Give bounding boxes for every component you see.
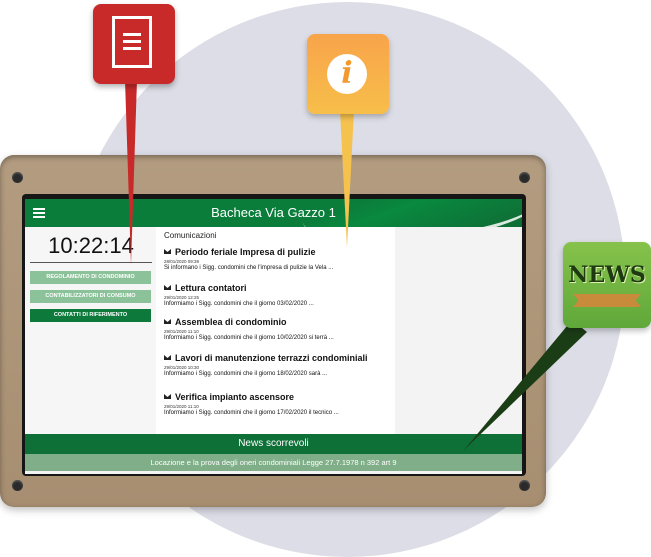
item-title: Assemblea di condominio — [175, 317, 287, 327]
news-badge: NEWS — [563, 242, 651, 328]
news-bar: News scorrevoli — [25, 434, 522, 454]
list-item[interactable]: Verifica impianto ascensore 29/01/2020 1… — [164, 392, 392, 416]
item-date: 29/01/2020 12:25 — [164, 295, 200, 300]
communications-panel: Comunicazioni Periodo feriale Impresa di… — [156, 227, 395, 434]
screw-icon — [12, 480, 23, 491]
communications-header: Comunicazioni — [164, 231, 217, 240]
item-date: 29/01/2020 11:10 — [164, 404, 199, 409]
right-panel — [395, 227, 522, 434]
list-item[interactable]: Lettura contatori 29/01/2020 12:25 Infor… — [164, 283, 392, 307]
item-text: Informiamo i Sigg. condomini che il gior… — [164, 335, 334, 341]
item-text: Informiamo i Sigg. condomini che il gior… — [164, 371, 328, 377]
menu-icon[interactable] — [33, 208, 45, 218]
news-badge-label: NEWS — [568, 262, 646, 288]
item-title: Periodo feriale Impresa di pulizie — [175, 247, 316, 257]
envelope-icon — [164, 394, 171, 399]
info-pin: i — [307, 34, 389, 114]
news-ticker: Locazione e la prova degli oneri condomi… — [25, 454, 522, 471]
screw-icon — [12, 172, 23, 183]
item-text: Informiamo i Sigg. condomini che il gior… — [164, 410, 339, 416]
screw-icon — [519, 480, 530, 491]
app-title: Bacheca Via Gazzo 1 — [211, 205, 336, 220]
envelope-icon — [164, 249, 171, 254]
top-bar: Bacheca Via Gazzo 1 — [25, 199, 522, 254]
envelope-icon — [164, 285, 171, 290]
regolamento-button[interactable]: REGOLAMENTO DI CONDOMINIO — [30, 271, 151, 284]
contabilizzatori-button[interactable]: CONTABILIZZATORI DI CONSUMO — [30, 290, 151, 303]
item-title: Verifica impianto ascensore — [175, 392, 295, 402]
screw-icon — [519, 172, 530, 183]
red-pin-stick — [125, 80, 137, 265]
item-text: Si informano i Sigg. condomini che l'imp… — [164, 265, 334, 271]
info-icon: i — [327, 54, 367, 94]
orange-pin-stick — [340, 110, 354, 248]
item-text: Informiamo i Sigg. condomini che il gior… — [164, 301, 314, 307]
document-pin — [93, 4, 175, 84]
list-item[interactable]: Assemblea di condominio 29/01/2020 11:10… — [164, 317, 392, 341]
left-panel: 10:22:14 REGOLAMENTO DI CONDOMINIO CONTA… — [25, 227, 156, 434]
envelope-icon — [164, 319, 171, 324]
item-title: Lavori di manutenzione terrazzi condomin… — [175, 353, 368, 363]
envelope-icon — [164, 355, 171, 360]
item-date: 28/01/2020 09:39 — [164, 259, 200, 264]
item-title: Lettura contatori — [175, 283, 247, 293]
document-icon — [112, 16, 152, 68]
list-item[interactable]: Lavori di manutenzione terrazzi condomin… — [164, 353, 392, 377]
contatti-button[interactable]: CONTATTI DI RIFERIMENTO — [30, 309, 151, 322]
news-pin-stick — [464, 320, 587, 450]
clock: 10:22:14 — [30, 233, 152, 263]
item-date: 29/01/2020 11:10 — [164, 329, 199, 334]
list-item[interactable]: Periodo feriale Impresa di pulizie 28/01… — [164, 247, 392, 271]
screen: Bacheca Via Gazzo 1 10:22:14 REGOLAMENTO… — [25, 199, 522, 474]
ribbon-icon — [573, 294, 641, 307]
item-date: 29/01/2020 10:30 — [164, 365, 200, 370]
